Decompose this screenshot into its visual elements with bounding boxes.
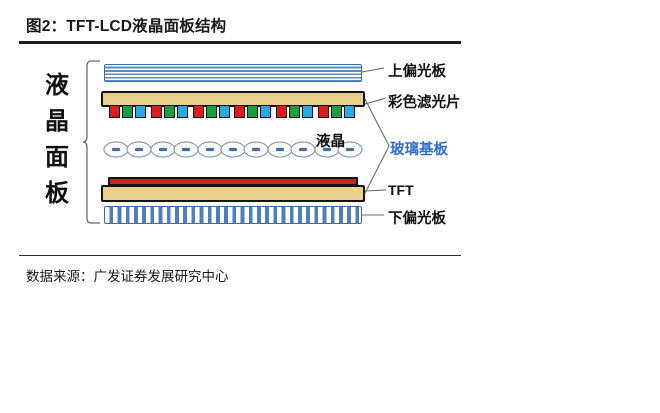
color-filter-cell-b <box>218 105 230 118</box>
panel-caption-char-4: 板 <box>45 181 69 207</box>
label-upper-polarizer: 上偏光板 <box>388 64 446 80</box>
label-lower-polarizer: 下偏光板 <box>388 211 446 227</box>
color-filter-cell-g <box>163 105 175 118</box>
color-filter-cells <box>101 105 365 119</box>
color-filter-cell-r <box>318 105 329 118</box>
layer-lower-polarizer <box>104 206 362 224</box>
panel-caption-char-3: 面 <box>45 145 69 171</box>
panel-brace <box>82 60 102 224</box>
color-filter-cell-r <box>150 105 162 118</box>
label-color-filter: 彩色滤光片 <box>388 95 461 111</box>
figure-title: 图2：TFT-LCD液晶面板结构 <box>26 18 227 35</box>
color-filter-cell-b <box>302 105 314 118</box>
color-filter-triplet <box>276 105 314 118</box>
color-filter-cell-r <box>109 105 120 118</box>
color-filter-cell-g <box>205 105 217 118</box>
label-tft: TFT <box>388 182 414 198</box>
color-filter-cell-r <box>192 105 204 118</box>
label-glass-substrate: 玻璃基板 <box>390 142 448 158</box>
color-filter-cell-g <box>122 105 133 118</box>
color-filter-triplet <box>192 105 230 118</box>
liquid-crystal-molecule <box>313 141 340 163</box>
layer-color-filter-substrate <box>101 91 365 107</box>
label-liquid-crystal: 液晶 <box>316 134 345 150</box>
liquid-crystal-molecule <box>243 141 269 163</box>
color-filter-triplet <box>234 105 272 118</box>
panel-caption-char-2: 晶 <box>45 109 69 135</box>
color-filter-cell-b <box>260 105 272 118</box>
liquid-crystal-molecules <box>103 141 363 163</box>
color-filter-cell-b <box>344 105 355 118</box>
color-filter-triplet <box>150 105 188 118</box>
liquid-crystal-molecule <box>267 141 293 163</box>
title-divider <box>19 41 461 44</box>
layer-tft-substrate <box>101 185 365 202</box>
liquid-crystal-molecule <box>173 141 199 163</box>
layer-upper-polarizer <box>104 64 362 82</box>
color-filter-cell-r <box>276 105 288 118</box>
footer-divider <box>19 255 461 257</box>
color-filter-cell-g <box>289 105 301 118</box>
panel-caption-char-1: 液 <box>45 73 69 99</box>
liquid-crystal-molecule <box>126 141 152 163</box>
color-filter-cell-b <box>135 105 146 118</box>
color-filter-triplet <box>109 105 146 118</box>
liquid-crystal-molecule <box>337 141 363 163</box>
color-filter-cell-g <box>247 105 259 118</box>
color-filter-cell-g <box>331 105 342 118</box>
color-filter-cell-r <box>234 105 246 118</box>
liquid-crystal-molecule <box>103 141 129 163</box>
color-filter-cell-b <box>176 105 188 118</box>
color-filter-triplet <box>318 105 355 118</box>
figure-source: 数据来源：广发证券发展研究中心 <box>26 269 229 284</box>
liquid-crystal-molecule <box>290 141 316 163</box>
panel-caption: 液 晶 面 板 <box>36 68 78 212</box>
liquid-crystal-molecule <box>150 141 176 163</box>
liquid-crystal-molecule <box>220 141 246 163</box>
liquid-crystal-molecule <box>196 141 223 163</box>
